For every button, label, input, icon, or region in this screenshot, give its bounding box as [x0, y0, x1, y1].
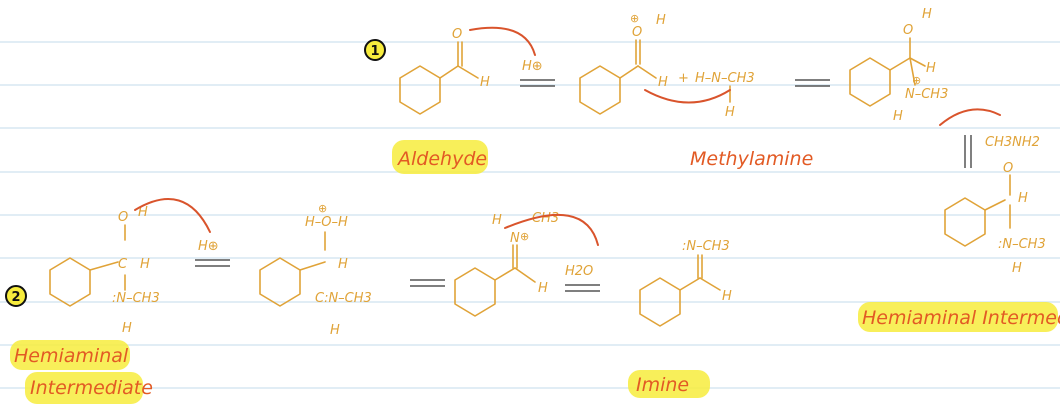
svg-text:N: N — [510, 231, 520, 246]
svg-text:Aldehyde: Aldehyde — [396, 148, 487, 170]
svg-text:N–CH3: N–CH3 — [905, 87, 948, 102]
svg-text:H: H — [480, 75, 490, 90]
svg-text:H–O–H: H–O–H — [305, 215, 348, 230]
h-plus-1: H⊕ — [522, 59, 543, 74]
svg-text:H: H — [922, 7, 932, 22]
equilibrium-arrow-4 — [195, 259, 230, 267]
water-base: H2O — [565, 264, 593, 279]
protonated-aldehyde-structure: O ⊕ H H — [579, 12, 668, 115]
svg-text:H–N–CH3: H–N–CH3 — [695, 71, 755, 86]
label-hemiaminal-right: Hemiaminal Intermediate — [858, 302, 1060, 332]
curved-arrow-o-to-h — [469, 26, 536, 56]
svg-text:Hemiaminal: Hemiaminal — [14, 345, 129, 367]
methylamine-base: CH3NH2 — [985, 135, 1040, 150]
imine-structure: :N–CH3 H — [639, 239, 732, 327]
svg-text:H: H — [926, 61, 936, 76]
svg-text:H: H — [725, 105, 735, 120]
svg-text:H: H — [722, 289, 732, 304]
svg-text::N–CH3: :N–CH3 — [112, 291, 160, 306]
svg-text:H: H — [140, 257, 150, 272]
svg-text:H: H — [122, 321, 132, 336]
hemiaminal-right-structure: O H :N–CH3 H — [944, 161, 1046, 276]
svg-text:C:N–CH3: C:N–CH3 — [315, 291, 372, 306]
plus-sign: + — [678, 71, 689, 86]
aldehyde-structure: O H — [399, 27, 490, 115]
zwitterion-structure: O H H N–CH3 ⊕ H — [849, 7, 948, 124]
iminium-structure: N ⊕ H CH3 H — [454, 211, 559, 317]
svg-text:Hemiaminal Intermediate: Hemiaminal Intermediate — [862, 307, 1060, 329]
svg-text::N–CH3: :N–CH3 — [998, 237, 1046, 252]
svg-text:H: H — [656, 13, 666, 28]
svg-text:H: H — [338, 257, 348, 272]
svg-text:O: O — [632, 25, 642, 40]
hemiaminal-left-structure: O H C H :N–CH3 H — [49, 205, 160, 336]
svg-text:O: O — [1003, 161, 1013, 176]
methylamine-structure: H–N–CH3 H — [695, 71, 755, 120]
svg-text:O: O — [452, 27, 462, 42]
svg-text:H: H — [1012, 261, 1022, 276]
svg-text:1: 1 — [370, 44, 379, 59]
svg-text:H: H — [330, 323, 340, 338]
svg-text:H: H — [538, 281, 548, 296]
svg-text::N–CH3: :N–CH3 — [682, 239, 730, 254]
label-hemiaminal-left: Hemiaminal Intermediate — [10, 340, 153, 404]
svg-text:O: O — [903, 23, 913, 38]
svg-text:Intermediate: Intermediate — [30, 377, 153, 399]
equilibrium-arrow-5 — [410, 279, 445, 287]
equilibrium-arrow-6 — [565, 284, 600, 292]
curved-arrow-deprotonation — [939, 108, 1001, 126]
step-1-marker: 1 — [364, 39, 386, 61]
svg-text:O: O — [118, 210, 128, 225]
equilibrium-arrow-2 — [795, 79, 830, 87]
svg-text:⊕: ⊕ — [630, 12, 639, 25]
svg-text:2: 2 — [11, 290, 20, 305]
h-plus-2: H⊕ — [198, 239, 219, 254]
svg-text:H: H — [658, 75, 668, 90]
svg-text:⊕: ⊕ — [318, 202, 327, 215]
curved-arrow-water-deprotonation — [504, 213, 599, 246]
svg-text:H: H — [138, 205, 148, 220]
ruled-lines — [0, 41, 1060, 389]
svg-text:C: C — [118, 257, 128, 272]
svg-text:⊕: ⊕ — [520, 230, 529, 243]
equilibrium-arrow-1 — [520, 79, 555, 87]
svg-text:H: H — [492, 213, 502, 228]
label-imine: Imine — [628, 370, 710, 398]
step-2-marker: 2 — [5, 285, 27, 307]
equilibrium-arrow-3 — [964, 135, 972, 168]
label-methylamine: Methylamine — [690, 148, 813, 170]
protonated-hemiaminal-structure: H–O–H ⊕ H C:N–CH3 H — [259, 202, 372, 338]
curved-arrow-oh-protonation — [134, 198, 211, 233]
label-aldehyde: Aldehyde — [392, 140, 488, 174]
svg-text:H: H — [1018, 191, 1028, 206]
svg-text:⊕: ⊕ — [912, 74, 921, 87]
curved-arrow-n-to-c — [644, 89, 731, 104]
svg-text:H: H — [893, 109, 903, 124]
svg-text:Imine: Imine — [636, 374, 689, 396]
